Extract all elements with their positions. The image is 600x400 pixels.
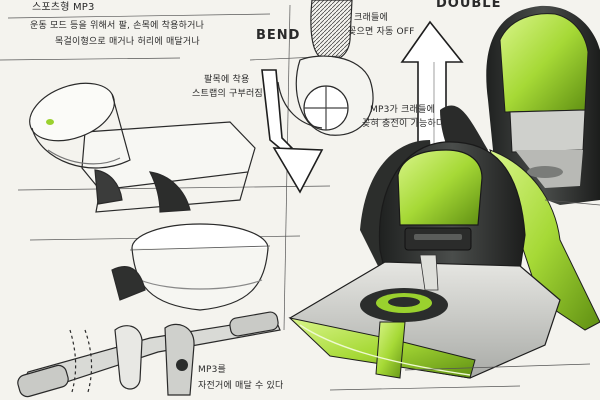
top-note-line2: 꽂으면 자동 OFF <box>348 27 415 37</box>
cradle-main-render <box>288 140 600 379</box>
mp3-bowl-sketch <box>111 223 271 311</box>
bike-note-line2: 자전거에 매달 수 있다 <box>198 381 284 391</box>
mp3-cradle-note-line2: 꽂혀 충전이 가능하다 <box>362 119 445 129</box>
sheet-title: 스포츠형 MP3 <box>32 2 95 13</box>
strap-sketch <box>277 0 374 136</box>
strap-note-line1: 팔목에 착용 <box>204 75 250 85</box>
strap-note-line2: 스트랩의 구부러짐 <box>192 89 263 99</box>
handlebar-sketch <box>17 311 281 398</box>
double-label: DOUBLE <box>436 0 502 11</box>
top-note-line1: 크래들에 <box>354 13 388 23</box>
bike-note-line1: MP3를 <box>198 365 226 375</box>
mp3-clip-sketch <box>29 82 256 213</box>
bend-label: BEND <box>256 28 301 43</box>
cradle-top-render <box>440 5 600 206</box>
mp3-cradle-note-line1: MP3가 크래들에 <box>370 105 435 115</box>
intro-note-line1: 운동 모드 등을 위해서 팔, 손목에 착용하거나 <box>30 21 205 31</box>
decor-lines <box>329 199 600 391</box>
bend-arrow <box>261 69 324 194</box>
intro-note-line2: 목걸이형으로 매거나 허리에 매달거나 <box>55 37 200 47</box>
